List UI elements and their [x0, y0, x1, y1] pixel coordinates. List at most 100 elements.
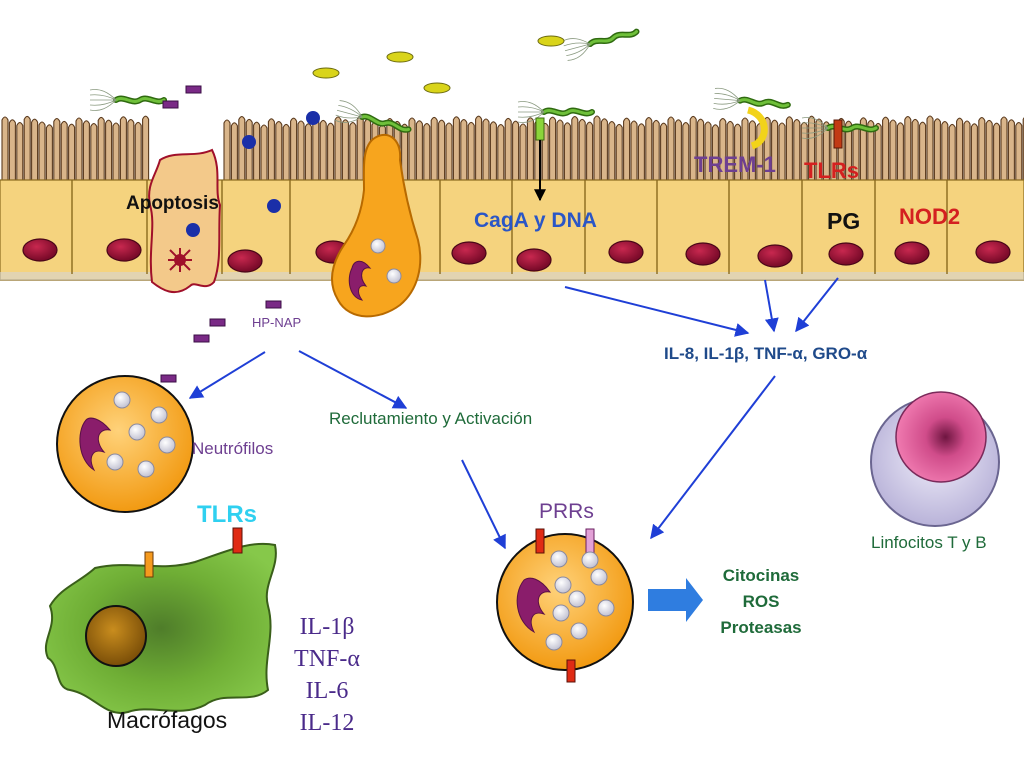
microvillus — [90, 123, 98, 182]
microvillus — [615, 123, 623, 182]
microvillus — [112, 122, 120, 182]
microvillus — [45, 124, 53, 182]
microvillus — [593, 115, 601, 182]
neutrophil-output: Citocinas — [722, 566, 800, 585]
microvillus — [38, 121, 46, 182]
bacterium — [517, 101, 595, 123]
microvillus — [985, 119, 993, 182]
microvillus — [142, 115, 150, 182]
label-hp-nap: HP-NAP — [252, 315, 302, 330]
bacterium — [334, 100, 412, 133]
tlr-receptor-epithelium — [833, 119, 843, 149]
label-neutrofilos: Neutrófilos — [192, 439, 274, 458]
microvillus — [970, 123, 978, 182]
microvillus — [31, 118, 39, 182]
caga-injection — [534, 117, 546, 202]
epithelial-nuclei — [22, 238, 1011, 273]
neutrophil-output: ROS — [742, 592, 780, 611]
microvillus — [60, 120, 68, 182]
microvillus — [475, 115, 483, 182]
microvillus — [793, 119, 801, 182]
microvillus — [445, 122, 453, 182]
epithelial-nucleus — [757, 244, 793, 268]
microvillus — [430, 116, 438, 182]
microvillus — [423, 123, 431, 182]
apoptotic-cell — [148, 148, 222, 294]
microvillus — [948, 123, 956, 182]
microvillus — [637, 123, 645, 182]
microvillus — [941, 121, 949, 182]
microvillus — [549, 116, 557, 182]
microvillus — [460, 119, 468, 182]
macrophage-cytokine-list: IL-1β TNF-α IL-6 IL-12 — [290, 611, 364, 739]
microvillus — [667, 116, 675, 182]
microvillus — [726, 120, 734, 182]
microvillus — [674, 119, 682, 182]
microvillus — [119, 116, 127, 182]
microvillus — [556, 119, 564, 182]
microvillus — [238, 116, 246, 182]
microvillus — [660, 122, 668, 182]
microvillus — [467, 121, 475, 182]
label-trem1: TREM-1 — [694, 152, 776, 177]
microvillus — [253, 121, 261, 182]
helicobacter-bacteria — [89, 28, 879, 139]
microvillus — [75, 117, 83, 182]
neutrophil-output: Proteasas — [720, 618, 802, 637]
microvillus — [497, 124, 505, 182]
microvillus — [571, 116, 579, 182]
label-prrs: PRRs — [539, 500, 594, 523]
microvillus — [260, 124, 268, 182]
label-caga-dna: CagA y DNA — [474, 209, 597, 232]
lymphocyte-cell — [870, 391, 1000, 527]
macrophage-cell — [44, 527, 277, 714]
microvillus — [105, 119, 113, 182]
microvillus — [734, 123, 742, 182]
microvilli-brush-border — [1, 115, 1024, 182]
microvillus — [341, 119, 349, 182]
trem1-receptor — [746, 106, 768, 150]
microvillus — [304, 123, 312, 182]
microvillus — [23, 115, 31, 182]
microvillus — [245, 118, 253, 182]
microvillus — [578, 118, 586, 182]
microvillus — [682, 122, 690, 182]
microvillus — [911, 118, 919, 182]
blue-dots — [186, 111, 320, 237]
microvillus — [711, 124, 719, 182]
microvillus — [904, 116, 912, 182]
neutrophil-cell — [56, 375, 194, 513]
microvillus — [652, 119, 660, 182]
bacterium — [713, 87, 791, 110]
epithelial-nucleus — [106, 238, 142, 262]
microvillus — [438, 119, 446, 182]
microvillus — [134, 121, 142, 182]
prr-neutrophil-cell — [496, 528, 634, 683]
label-epithelial-cytokines: IL-8, IL-1β, TNF-α, GRO-α — [664, 344, 868, 363]
epithelial-nucleus — [685, 242, 721, 266]
microvillus — [312, 117, 320, 182]
label-linfocitos: Linfocitos T y B — [871, 533, 987, 552]
microvillus — [741, 117, 749, 182]
microvillus — [334, 116, 342, 182]
microvillus — [8, 119, 16, 182]
macrophage-cytokine: IL-12 — [299, 710, 355, 736]
microvillus — [874, 122, 882, 182]
microvillus — [926, 115, 934, 182]
microvillus — [1007, 119, 1015, 182]
microvillus — [623, 117, 631, 182]
microvillus — [919, 121, 927, 182]
microvillus — [526, 117, 534, 182]
microvillus — [97, 116, 105, 182]
epithelial-nucleus — [227, 249, 263, 273]
bacterium — [89, 89, 167, 111]
label-tlrs-macrophage: TLRs — [197, 501, 257, 528]
microvillus — [800, 121, 808, 182]
microvillus — [415, 120, 423, 182]
microvillus — [719, 118, 727, 182]
microvillus — [127, 119, 135, 182]
microvillus — [785, 116, 793, 182]
epithelial-nucleus — [975, 240, 1011, 264]
microvillus — [815, 118, 823, 182]
